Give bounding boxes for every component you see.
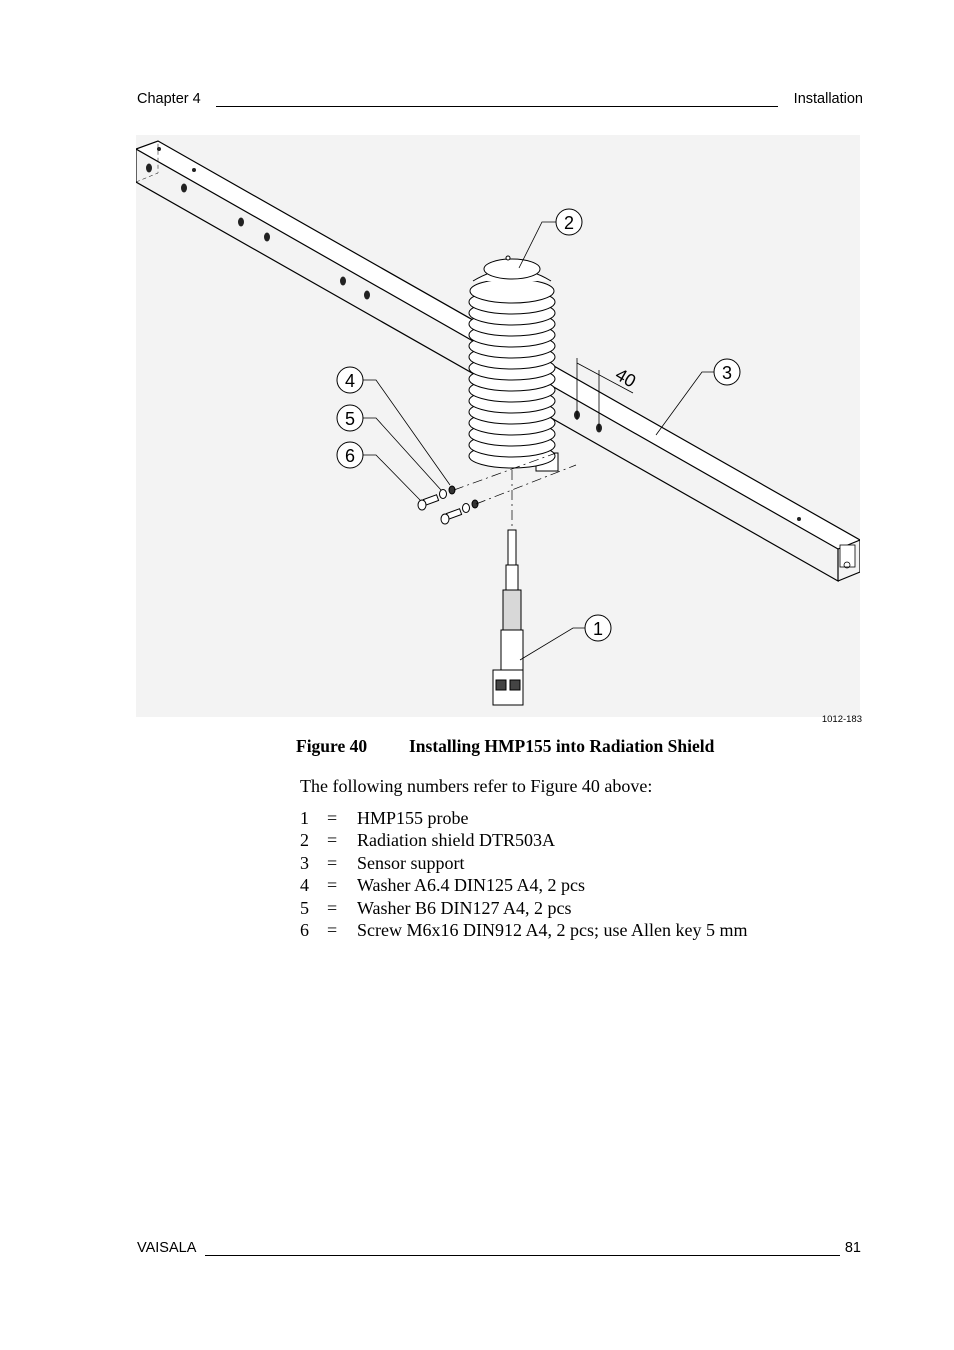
legend-equals: = [327,875,338,896]
legend-equals: = [327,897,338,918]
header-chapter: Chapter 4 [137,91,201,107]
intro-text: The following numbers refer to Figure 40… [300,776,653,796]
legend-number: 1 [300,808,309,828]
legend-description: Sensor support [357,852,465,873]
callout-6-label: 6 [345,446,355,466]
header-section: Installation [793,91,863,107]
footer-rule [205,1255,840,1256]
header-rule [216,106,778,107]
legend-number: 2 [300,830,309,851]
callout-4-label: 4 [345,371,355,391]
footer-brand: VAISALA [137,1240,197,1256]
legend-description: HMP155 probe [357,808,469,828]
legend-description: Radiation shield DTR503A [357,830,555,851]
callout-4: 4 [336,366,364,394]
legend-equals: = [327,919,338,940]
fasteners [417,485,479,525]
legend-equals: = [327,852,338,873]
hmp155-probe [492,529,524,706]
legend-description: Screw M6x16 DIN912 A4, 2 pcs; use Allen … [357,919,748,940]
callout-leaders [363,221,714,661]
callout-6: 6 [336,441,364,469]
callout-2-label: 2 [564,213,574,233]
caption-number: Figure 40 [296,736,368,756]
alignment-lines [453,452,577,530]
radiation-shield [468,255,559,472]
legend-number: 5 [300,897,309,918]
callout-2: 2 [555,208,583,236]
legend-number: 6 [300,919,309,940]
installation-drawing: 40 1 2 3 4 5 6 [136,135,860,717]
figure-id: 1012-183 [821,714,862,725]
callout-3-label: 3 [722,363,732,383]
dimension-marks [576,358,634,430]
callout-5-label: 5 [345,409,355,429]
legend-description: Washer B6 DIN127 A4, 2 pcs [357,897,572,918]
legend-number: 3 [300,852,309,873]
callout-1-label: 1 [593,619,603,639]
legend-equals: = [327,830,338,851]
callout-5: 5 [336,404,364,432]
page-number: 81 [844,1240,861,1256]
callout-3: 3 [713,358,741,386]
legend-equals: = [327,808,338,828]
caption-title: Installing HMP155 into Radiation Shield [409,736,715,756]
legend-number: 4 [300,875,309,896]
legend-description: Washer A6.4 DIN125 A4, 2 pcs [357,875,586,896]
callout-1: 1 [584,614,612,642]
